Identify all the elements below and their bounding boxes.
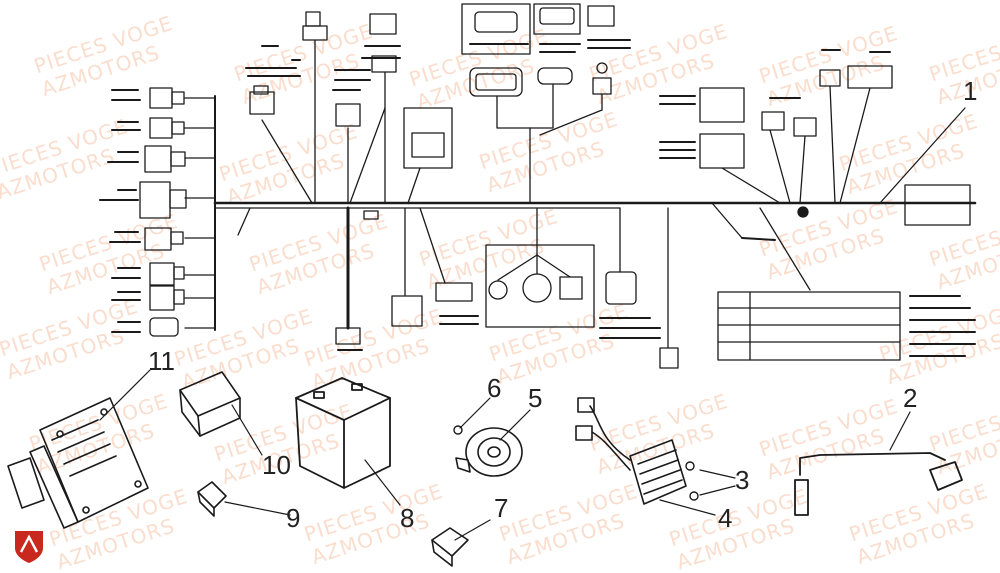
callout-8: 8 xyxy=(400,503,415,533)
part-7-bracket xyxy=(431,527,469,567)
callout-4: 4 xyxy=(718,503,733,533)
part-3-screws xyxy=(685,461,699,501)
callout-9: 9 xyxy=(286,503,301,533)
part-9-sensor xyxy=(197,481,227,517)
callout-7: 7 xyxy=(494,493,509,523)
azmotors-shield-logo-icon xyxy=(15,531,43,563)
right-top-connectors xyxy=(659,49,971,226)
callout-2: 2 xyxy=(903,383,918,413)
upper-branch-connectors xyxy=(245,11,453,204)
callout-11: 11 xyxy=(148,346,175,376)
left-connector-stack xyxy=(99,87,216,337)
callout-6: 6 xyxy=(487,373,502,403)
part-10-relay xyxy=(179,371,241,437)
lower-branch-connectors xyxy=(237,202,976,369)
callout-3: 3 xyxy=(735,465,750,495)
callout-1: 1 xyxy=(963,76,978,106)
main-harness-trunk xyxy=(213,95,977,331)
part-6-bolt xyxy=(453,425,463,435)
part-2-sensor-cable xyxy=(794,452,963,516)
callout-leader-lines xyxy=(99,107,966,541)
part-4-regulator xyxy=(575,397,687,505)
part-8-battery xyxy=(295,377,391,489)
callout-5: 5 xyxy=(528,383,543,413)
part-11-ecu xyxy=(7,397,149,529)
center-top-connectors xyxy=(461,3,631,204)
part-5-horn xyxy=(455,427,523,477)
callout-10: 10 xyxy=(262,450,291,480)
